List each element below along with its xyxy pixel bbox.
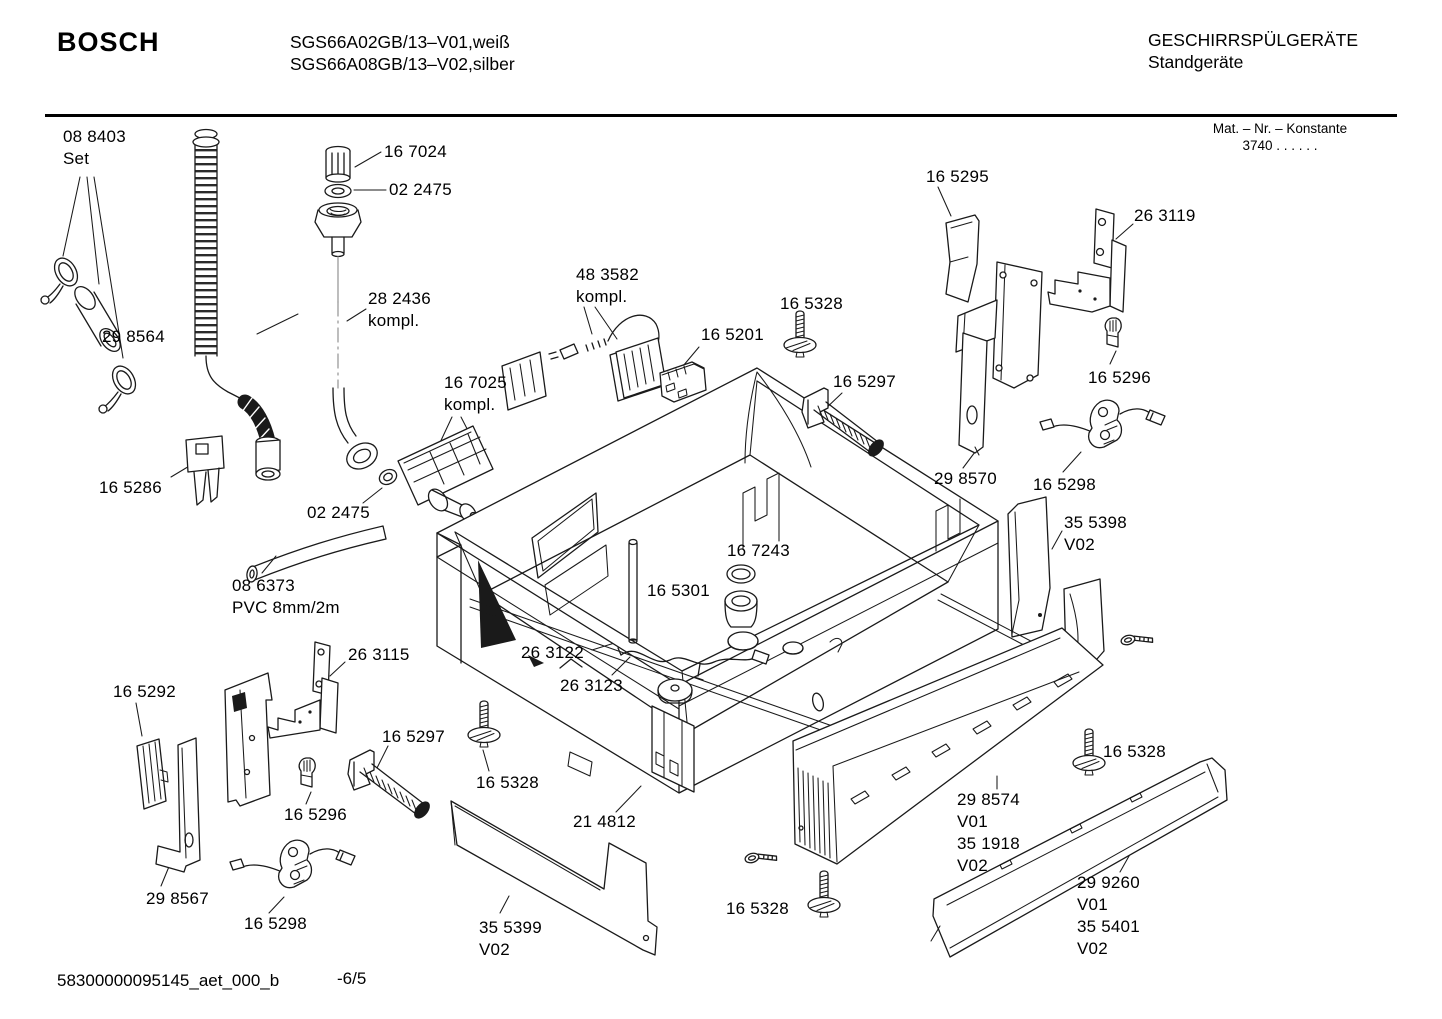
- part-label-16-5292: 16 5292: [113, 682, 176, 701]
- model-numbers: SGS66A02GB/13–V01,weiß SGS66A08GB/13–V02…: [290, 32, 515, 74]
- document-id: 58300000095145_aet_000_b: [57, 971, 280, 990]
- brand-logo: BOSCH: [57, 27, 160, 57]
- part-label-29-8567: 29 8567: [146, 889, 209, 908]
- part-label-26-3115: 26 3115: [348, 645, 410, 664]
- part-label-29-8564: 29 8564: [102, 327, 165, 346]
- part-label-16-7025: 16 7025 kompl.: [444, 373, 507, 414]
- part-label-16-7024: 16 7024: [384, 142, 447, 161]
- part-label-29-9260: 29 9260 V01 35 5401 V02: [1077, 873, 1140, 958]
- page-number: -6/5: [337, 969, 367, 988]
- part-label-26-3119: 26 3119: [1134, 206, 1196, 225]
- part-label-16-5201: 16 5201: [701, 325, 764, 344]
- part-label-16-5297-a: 16 5297: [833, 372, 896, 391]
- part-label-08-8403: 08 8403 Set: [63, 127, 126, 168]
- header-divider: [45, 114, 1397, 117]
- part-label-29-8570: 29 8570: [934, 469, 997, 488]
- part-label-26-3123: 26 3123: [560, 676, 623, 695]
- part-label-16-5296-a: 16 5296: [1088, 368, 1151, 387]
- part-label-28-2436: 28 2436 kompl.: [368, 289, 431, 330]
- appliance-category: GESCHIRRSPÜLGERÄTE Standgeräte: [1148, 30, 1359, 72]
- part-label-02-2475-b: 02 2475: [307, 503, 370, 522]
- part-label-16-7243: 16 7243: [727, 541, 790, 560]
- part-label-16-5295: 16 5295: [926, 167, 989, 186]
- part-label-35-5399: 35 5399 V02: [479, 918, 542, 959]
- part-label-16-5328-a: 16 5328: [780, 294, 843, 313]
- part-label-08-6373: 08 6373 PVC 8mm/2m: [232, 576, 340, 617]
- part-label-16-5298-b: 16 5298: [244, 914, 307, 933]
- mat-nr-konstante: Mat. – Nr. – Konstante 3740 . . . . . .: [1212, 121, 1348, 153]
- part-label-48-3582: 48 3582 kompl.: [576, 265, 639, 306]
- part-label-29-8574: 29 8574 V01 35 1918 V02: [957, 790, 1020, 875]
- part-label-21-4812: 21 4812: [573, 812, 636, 831]
- part-label-16-5296-b: 16 5296: [284, 805, 347, 824]
- part-label-16-5328-b: 16 5328: [476, 773, 539, 792]
- part-label-16-5297-b: 16 5297: [382, 727, 445, 746]
- part-label-16-5286: 16 5286: [99, 478, 162, 497]
- part-label-16-5298-a: 16 5298: [1033, 475, 1096, 494]
- part-label-02-2475-a: 02 2475: [389, 180, 452, 199]
- part-label-26-3122: 26 3122: [521, 643, 584, 662]
- part-label-16-5328-c: 16 5328: [726, 899, 789, 918]
- part-label-35-5398: 35 5398 V02: [1064, 513, 1127, 554]
- part-label-16-5328-d: 16 5328: [1103, 742, 1166, 761]
- part-label-16-5301: 16 5301: [647, 581, 710, 600]
